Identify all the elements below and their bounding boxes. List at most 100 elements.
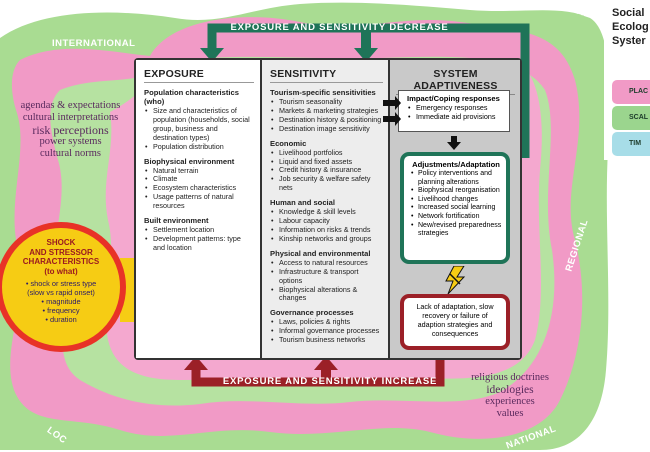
phrase: risk perceptions	[32, 123, 109, 137]
shock-item: • magnitude	[41, 297, 81, 306]
down-arrow	[447, 136, 461, 150]
phrase: agendas & expectations	[20, 100, 121, 111]
list-item: Information on risks & trends	[271, 225, 383, 235]
decrease-arrow-path	[207, 23, 530, 158]
impact-title: Impact/Coping responses	[407, 94, 500, 103]
phrase: ideologies	[486, 384, 534, 396]
list-item: •Increased social learning	[411, 204, 496, 212]
list-item: Laws, policies & rights	[271, 317, 383, 327]
tourism-list: Tourism seasonality Markets & marketing …	[270, 97, 383, 134]
list-item: Natural terrain	[145, 166, 254, 176]
arrow-right-icon	[383, 112, 401, 126]
built-list: Settlement location Development patterns…	[144, 225, 254, 253]
list-item-text: New/revised preparedness strategies	[418, 221, 502, 238]
list-item: Labour capacity	[271, 216, 383, 226]
list-item: Tourism seasonality	[271, 97, 383, 107]
adjustments-box: Adjustments/Adaptation •Policy intervent…	[400, 152, 510, 264]
adjustments-list: •Policy interventions and planning alter…	[410, 170, 502, 239]
adjustments-title: Adjustments/Adaptation	[412, 160, 500, 169]
arrow-right-icon	[383, 96, 401, 110]
shock-items: • shock or stress type (slow vs rapid on…	[2, 279, 120, 324]
decrease-arrow-stem-2	[361, 30, 371, 50]
phrase: power systems	[39, 136, 102, 147]
decrease-label: EXPOSURE AND SENSITIVITY DECREASE	[230, 22, 449, 33]
tourism-title: Tourism-specific sensitivities	[270, 88, 376, 97]
economic-list: Livelihood portfolios Liquid and fixed a…	[270, 148, 383, 194]
list-item-text: Increased social learning	[418, 204, 496, 212]
sensitivity-panel: SENSITIVITY Tourism-specific sensitiviti…	[262, 60, 388, 358]
shock-title-line: CHARACTERISTICS	[22, 257, 100, 266]
impact-box: Impact/Coping responses •Emergency respo…	[398, 90, 510, 132]
legend-label: TIM	[629, 140, 642, 147]
list-item: Biophysical alterations & changes	[271, 285, 383, 304]
phrase: experiences	[485, 396, 535, 407]
list-item: •Biophysical reorganisation	[411, 187, 500, 195]
increase-label: EXPOSURE AND SENSITIVITY INCREASE	[222, 376, 438, 387]
title-line: Ecolog	[612, 21, 649, 33]
list-item: Destination image sensitivity	[271, 124, 383, 134]
list-item: •New/revised preparedness strategies	[411, 221, 502, 238]
decrease-arrow-head	[200, 48, 224, 62]
list-item: •Network fortification	[411, 212, 480, 220]
title-line: Syster	[612, 35, 646, 47]
list-item: Size and characteristics of population (…	[145, 106, 254, 143]
list-item: Climate	[145, 175, 254, 185]
list-item: Development patterns: type and location	[145, 234, 254, 253]
list-item: •Emergency responses	[408, 103, 488, 112]
human-title: Human and social	[270, 198, 335, 208]
list-item: •Livelihood changes	[411, 195, 478, 203]
impact-arrows	[383, 96, 401, 126]
legend-label: SCAL	[629, 114, 649, 121]
physical-title: Physical and environmental	[270, 248, 371, 258]
biophysical-list: Natural terrain Climate Ecosystem charac…	[144, 166, 254, 212]
list-item: •Policy interventions and planning alter…	[411, 170, 492, 186]
population-list: Size and characteristics of population (…	[144, 106, 254, 152]
list-item: Population distribution	[145, 142, 254, 152]
phrase: cultural interpretations	[22, 112, 119, 123]
shock-title-line: (to what)	[44, 266, 78, 276]
list-item: Credit history & insurance	[271, 166, 383, 176]
list-item: Kinship networks and groups	[271, 234, 383, 244]
exposure-panel: EXPOSURE Population characteristics (who…	[136, 60, 260, 358]
shock-item: • duration	[45, 315, 77, 324]
list-item-text: Livelihood changes	[418, 195, 478, 203]
shock-item: • frequency	[42, 306, 80, 315]
legend-scale: SCAL	[612, 106, 650, 130]
exposure-heading: EXPOSURE	[144, 68, 254, 83]
shock-item-text: shock or stress type	[30, 279, 97, 288]
list-item: Tourism business networks	[271, 335, 383, 345]
shock-circle: SHOCK AND STRESSOR CHARACTERISTICS (to w…	[0, 222, 126, 352]
lack-box: Lack of adaptation, slow recovery or fai…	[400, 294, 510, 350]
phrase: cultural norms	[40, 148, 101, 159]
title-area-shape	[604, 0, 650, 70]
shock-title-line: AND STRESSOR	[29, 247, 93, 257]
phrase: values	[496, 408, 524, 419]
ring-label-international-top: INTERNATIONAL	[52, 38, 136, 49]
list-item-text: Network fortification	[418, 212, 480, 220]
list-item: Livelihood portfolios	[271, 148, 383, 158]
list-item: Informal governance processes	[271, 326, 383, 336]
sensitivity-heading: SENSITIVITY	[270, 68, 383, 83]
list-item: Access to natural resources	[271, 258, 383, 268]
economic-title: Economic	[270, 138, 307, 148]
physical-list: Access to natural resources Infrastructu…	[270, 258, 383, 304]
lightning-icon	[445, 266, 466, 294]
increase-arrow-path	[191, 360, 445, 387]
list-item-text: Immediate aid provisions	[416, 111, 496, 121]
shock-title: SHOCK AND STRESSOR CHARACTERISTICS (to w…	[2, 238, 120, 276]
belief-factors-list: religious doctrines ideologies experienc…	[455, 372, 565, 420]
governance-list: Laws, policies & rights Informal governa…	[270, 317, 383, 345]
built-title: Built environment	[144, 216, 209, 226]
legend-time: TIM	[612, 132, 650, 156]
list-item-text: Emergency responses	[416, 103, 488, 112]
shock-item-text: magnitude	[46, 297, 81, 306]
arrow-down-icon	[447, 136, 461, 150]
shock-item: (slow vs rapid onset)	[27, 288, 95, 297]
population-title: Population characteristics	[144, 88, 239, 97]
list-item: •Immediate aid provisions	[408, 111, 496, 121]
increase-arrow-head	[184, 356, 208, 370]
shock-title-line: SHOCK	[46, 238, 76, 247]
list-item: Liquid and fixed assets	[271, 157, 383, 167]
list-item-text: Policy interventions and planning altera…	[418, 170, 492, 186]
shock-item-text: duration	[49, 315, 77, 324]
